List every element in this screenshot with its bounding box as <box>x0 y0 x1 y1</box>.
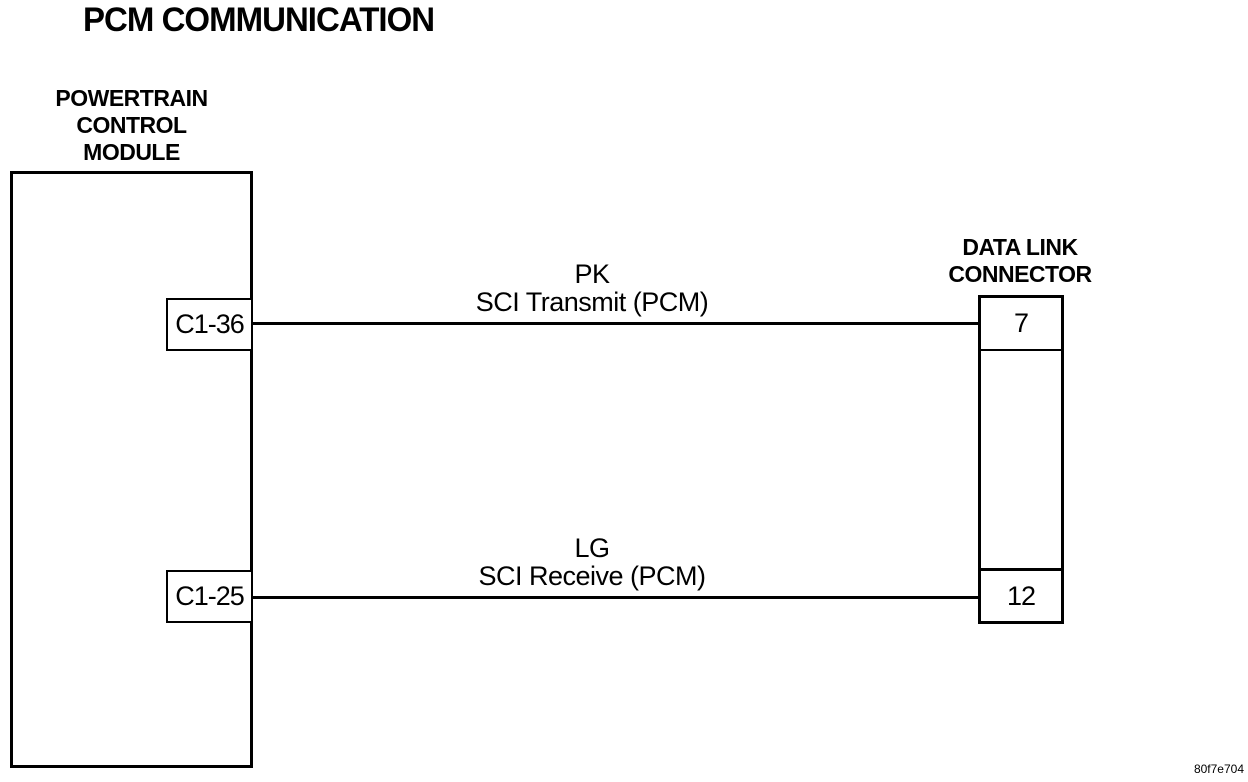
dlc-pin-12: 12 <box>981 568 1061 621</box>
wire-label-sci-transmit: PK SCI Transmit (PCM) <box>417 260 767 316</box>
dlc-connector-body <box>981 351 1061 568</box>
dlc-pin-7: 7 <box>981 298 1061 351</box>
dlc-label: DATA LINK CONNECTOR <box>930 234 1110 288</box>
dlc-label-line2: CONNECTOR <box>948 261 1092 287</box>
pcm-module-label: POWERTRAIN CONTROL MODULE <box>10 85 253 166</box>
diagram-title: PCM COMMUNICATION <box>83 1 435 39</box>
pcm-pin-c1-25: C1-25 <box>166 570 253 623</box>
pcm-pin-c1-36: C1-36 <box>166 298 253 351</box>
wire-label-sci-receive: LG SCI Receive (PCM) <box>417 534 767 590</box>
wire-signal-name-receive: SCI Receive (PCM) <box>478 561 706 591</box>
pcm-module-label-line1: POWERTRAIN <box>55 85 208 111</box>
wire-color-code-receive: LG <box>574 533 610 563</box>
pcm-module-label-line2: CONTROL <box>76 112 187 138</box>
pcm-module-box <box>10 171 253 768</box>
wire-sci-transmit-line <box>253 322 978 325</box>
dlc-label-line1: DATA LINK <box>962 234 1078 260</box>
wire-color-code-transmit: PK <box>574 259 610 289</box>
wire-signal-name-transmit: SCI Transmit (PCM) <box>475 287 709 317</box>
pcm-module-label-line3: MODULE <box>83 139 180 165</box>
figure-code: 80f7e704 <box>1193 762 1244 776</box>
wire-sci-receive-line <box>253 596 978 599</box>
dlc-connector-box: 7 12 <box>978 295 1064 624</box>
